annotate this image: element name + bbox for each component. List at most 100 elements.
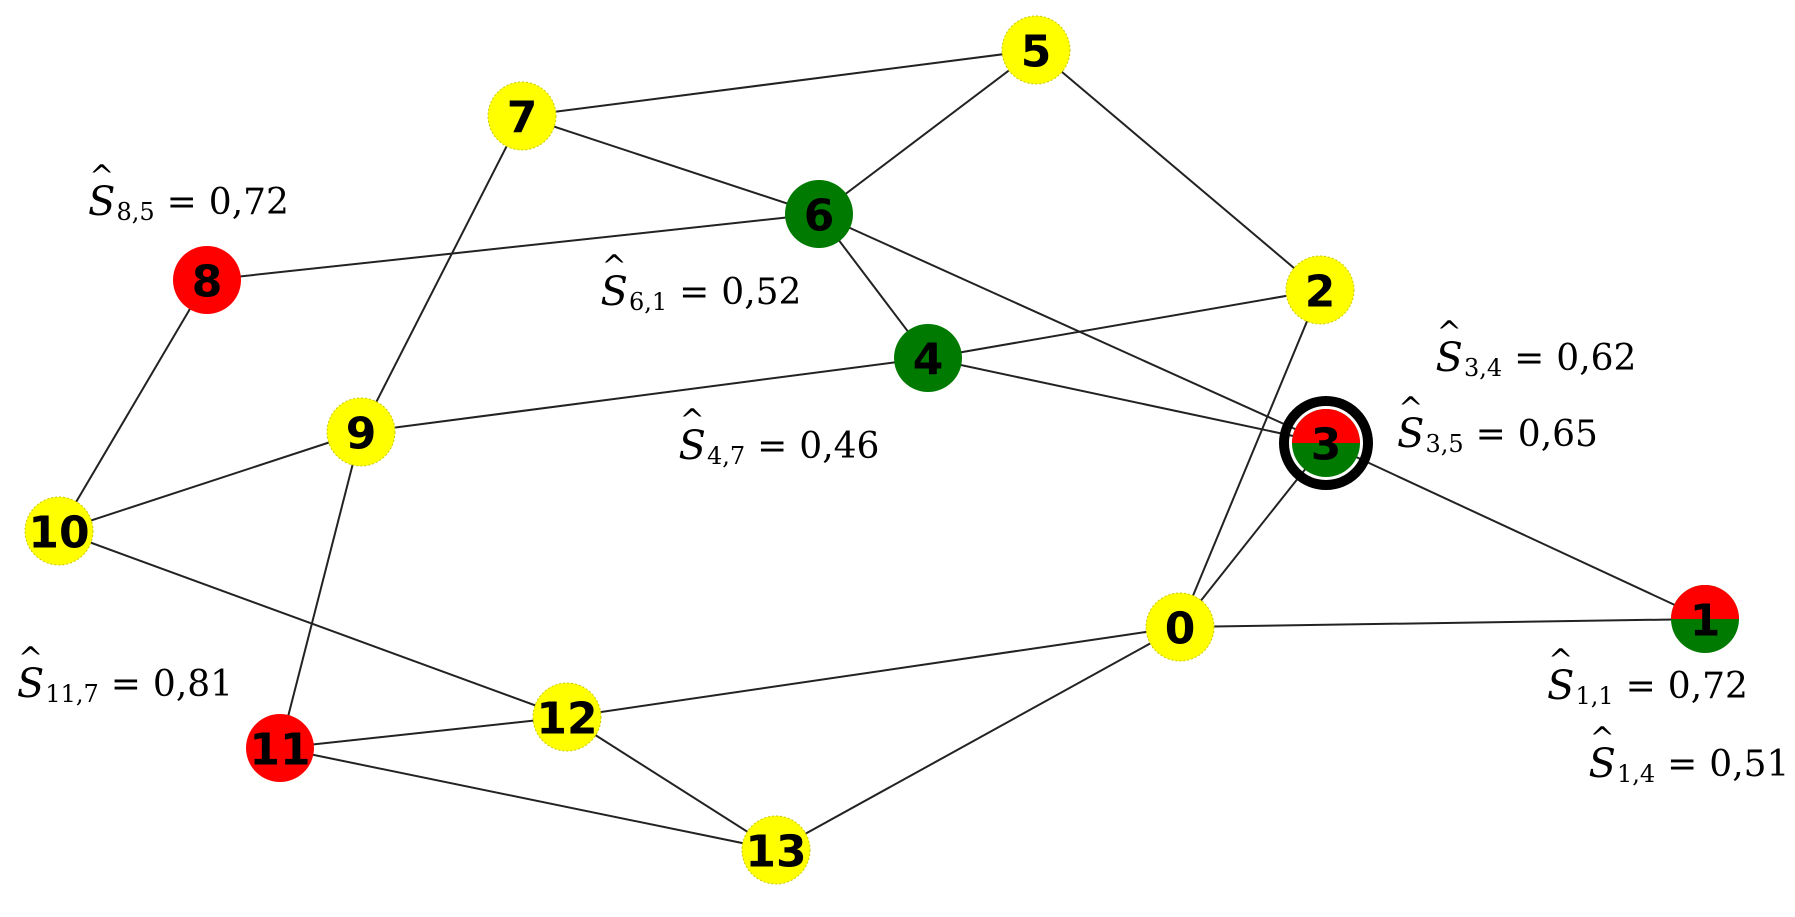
s-hat-symbol: ^S <box>1397 391 1425 457</box>
node-circle <box>741 815 811 885</box>
label-value: 0,46 <box>799 425 880 467</box>
edge-5-2 <box>1035 49 1321 291</box>
edge-8-10 <box>58 279 208 532</box>
edge-0-3 <box>1179 442 1327 628</box>
edge-7-5 <box>521 49 1037 117</box>
node-circle <box>326 397 396 467</box>
edge-10-9 <box>58 431 362 532</box>
edge-12-0 <box>566 626 1181 718</box>
node-label: 1 <box>1690 596 1721 647</box>
node-label: 5 <box>1021 27 1052 78</box>
s-hat-symbol: ^S <box>1588 721 1616 787</box>
label-subscript: 6,1 <box>628 288 668 316</box>
edge-0-2 <box>1179 289 1321 628</box>
node-circle <box>24 496 94 566</box>
edge-10-12 <box>58 530 568 718</box>
edge-9-11 <box>279 431 362 749</box>
label-subscript: 11,7 <box>45 680 99 708</box>
node-label: 3 <box>1311 420 1342 471</box>
label-value: 0,51 <box>1709 743 1790 785</box>
node-label: 13 <box>745 827 806 878</box>
node-label: 7 <box>507 93 538 144</box>
node-circle <box>1001 15 1071 85</box>
s-hat-symbol: ^S <box>1547 643 1575 709</box>
label-subscript: 4,7 <box>706 442 746 470</box>
node-label: 4 <box>913 335 944 386</box>
node-0: 0 <box>1145 592 1215 662</box>
node-fill-red-half <box>1671 585 1739 619</box>
node-label: 12 <box>536 694 597 745</box>
node-label: 11 <box>249 725 310 776</box>
node-7: 7 <box>487 81 557 151</box>
node-circle <box>532 682 602 752</box>
node-circle <box>1285 255 1355 325</box>
node-11: 11 <box>246 714 314 782</box>
node-circle <box>487 81 557 151</box>
label-value: 0,81 <box>152 663 234 705</box>
label-subscript: 3,4 <box>1463 354 1503 382</box>
s-hat-symbol: ^S <box>88 159 116 225</box>
edge-9-7 <box>360 115 523 433</box>
node-6: 6 <box>785 180 853 248</box>
node-circle <box>894 324 962 392</box>
label-value: 0,62 <box>1556 337 1637 379</box>
node-label: 9 <box>346 409 377 460</box>
node-3: 3 <box>1279 396 1373 490</box>
edge-0-1 <box>1179 618 1706 628</box>
edge-6-5 <box>818 49 1037 215</box>
s-hat-symbol: ^S <box>16 641 45 707</box>
edge-11-12 <box>279 716 568 749</box>
edge-4-2 <box>927 289 1321 359</box>
edge-7-6 <box>521 115 820 215</box>
edge-6-3 <box>818 213 1327 444</box>
node-13: 13 <box>741 815 811 885</box>
label-subscript: 1,1 <box>1575 682 1614 710</box>
edge-3-1 <box>1325 442 1706 620</box>
edge-4-3 <box>927 357 1327 444</box>
node-12: 12 <box>532 682 602 752</box>
node-label: 8 <box>192 257 223 308</box>
node-label: 10 <box>28 508 89 559</box>
edge-11-13 <box>279 747 777 851</box>
node-2: 2 <box>1285 255 1355 325</box>
node-circle <box>1145 592 1215 662</box>
node-circle <box>785 180 853 248</box>
label-subscript: 3,5 <box>1425 430 1464 458</box>
node-label: 6 <box>804 191 835 242</box>
label-value: 0,72 <box>1667 665 1748 707</box>
node-10: 10 <box>24 496 94 566</box>
node-label: 0 <box>1165 604 1196 655</box>
s-hat-symbol: ^S <box>678 403 706 469</box>
label-subscript: 1,4 <box>1616 760 1656 788</box>
node-circle <box>246 714 314 782</box>
s-hat-symbol: ^S <box>600 249 628 315</box>
selected-node-ring <box>1279 396 1373 490</box>
node-label: 2 <box>1305 267 1336 318</box>
label-value: 0,65 <box>1517 413 1598 455</box>
edge-13-0 <box>775 626 1181 851</box>
node-8: 8 <box>173 246 241 314</box>
node-5: 5 <box>1001 15 1071 85</box>
node-1: 1 <box>1671 585 1739 653</box>
node-9: 9 <box>326 397 396 467</box>
node-4: 4 <box>894 324 962 392</box>
edge-12-13 <box>566 716 777 851</box>
node-fill-red-half <box>1292 409 1360 443</box>
label-value: 0,52 <box>721 271 802 313</box>
label-value: 0,72 <box>208 181 289 223</box>
label-subscript: 8,5 <box>116 198 155 226</box>
edge-4-9 <box>360 357 929 433</box>
edge-8-6 <box>206 213 820 281</box>
s-hat-symbol: ^S <box>1435 315 1463 381</box>
node-circle <box>173 246 241 314</box>
